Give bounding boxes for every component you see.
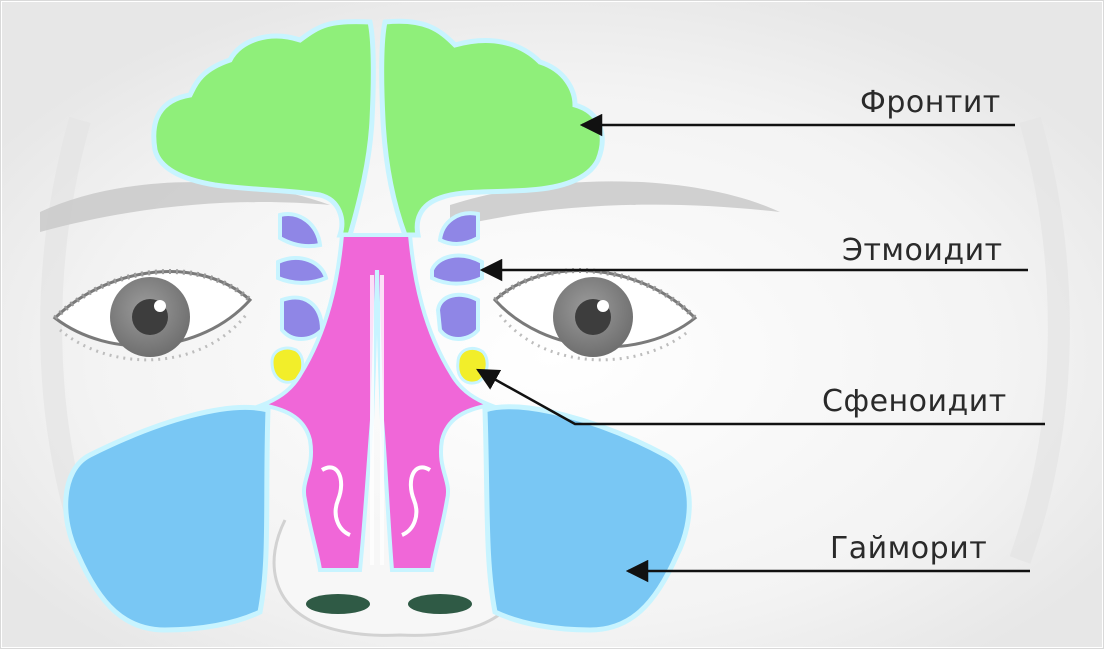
left-nostril bbox=[306, 594, 370, 614]
maxillary-label: Гайморит bbox=[830, 534, 987, 564]
sphenoid-label: Сфеноидит bbox=[822, 387, 1007, 417]
right-sphenoid-sinus bbox=[458, 348, 487, 383]
left-ethmoid-sinus bbox=[278, 214, 326, 339]
right-nostril bbox=[408, 594, 472, 614]
frontal-label: Фронтит bbox=[860, 88, 1001, 118]
ethmoid-label: Этмоидит bbox=[842, 236, 1003, 266]
